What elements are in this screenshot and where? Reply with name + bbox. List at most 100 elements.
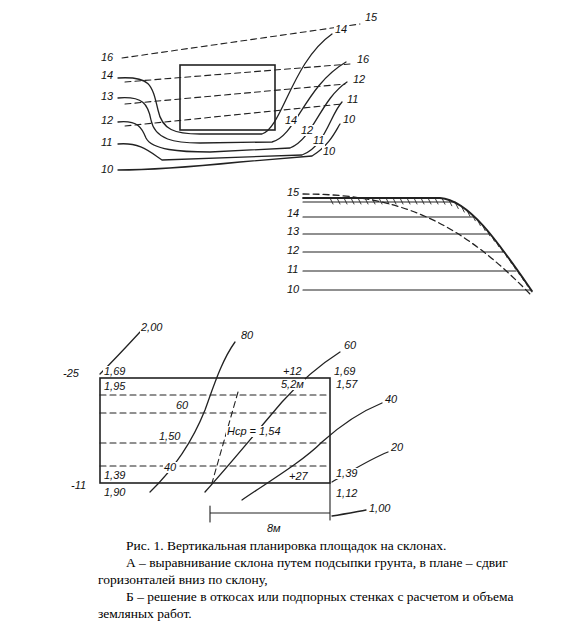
elevation-label: 14 — [100, 70, 114, 81]
hatch-stroke — [407, 198, 410, 204]
hatch-stroke — [525, 280, 528, 286]
hatch-stroke — [414, 198, 417, 204]
original-contour — [125, 104, 342, 126]
elevation-label: 15 — [286, 187, 300, 198]
level-line — [303, 233, 490, 234]
elevation-label: 16 — [356, 54, 370, 65]
hatch-stroke — [428, 198, 431, 204]
hatch-stroke — [461, 206, 464, 212]
hatch-stroke — [517, 269, 520, 275]
hatch-stroke — [508, 257, 511, 263]
contour-line — [118, 124, 340, 170]
contour-line — [118, 34, 332, 134]
hatch-stroke — [351, 198, 354, 204]
hatch-stroke — [330, 198, 333, 204]
elevation-label: +12 — [282, 366, 303, 377]
elevation-label: 14 — [334, 24, 348, 35]
figure-caption: Рис. 1. Вертикальная планировка площадок… — [98, 538, 528, 555]
grid-line — [100, 394, 330, 395]
elevation-label: 10 — [322, 146, 336, 157]
elevation-label: -25 — [62, 368, 80, 379]
grid-line — [100, 412, 330, 413]
elevation-label: 1,57 — [335, 379, 358, 390]
contour-line — [332, 452, 388, 482]
elevation-label: 13 — [286, 226, 300, 237]
elevation-label: +27 — [288, 471, 309, 482]
hatch-stroke — [337, 198, 340, 204]
grid-line — [100, 465, 330, 466]
elevation-label: 2,00 — [140, 322, 163, 333]
contour-line — [205, 352, 340, 492]
level-line — [303, 270, 516, 271]
elevation-label: 12 — [100, 115, 114, 126]
hatch-stroke — [421, 198, 424, 204]
elevation-label: 15 — [364, 12, 378, 23]
elevation-label: 13 — [100, 91, 114, 102]
elevation-label: 80 — [240, 330, 254, 341]
grid-line — [100, 442, 330, 443]
contour-line — [150, 342, 235, 492]
elevation-label: 1,00 — [368, 503, 391, 514]
elevation-label: 8м — [266, 523, 282, 534]
elevation-label: 11 — [312, 135, 325, 146]
contour-line — [118, 62, 346, 143]
contour-line — [332, 510, 366, 516]
design-profile — [303, 194, 530, 294]
hatch-stroke — [449, 200, 452, 206]
original-contour — [122, 24, 360, 58]
elevation-label: 1,39 — [103, 470, 126, 481]
elevation-label: 1,69 — [333, 366, 356, 377]
hatch-stroke — [487, 230, 490, 236]
elevation-label: 1,69 — [103, 366, 126, 377]
hatch-stroke — [393, 198, 396, 204]
elevation-label: 1,95 — [103, 381, 126, 392]
hatch-stroke — [344, 198, 347, 204]
elevation-label: 5,2м — [280, 379, 305, 390]
elevation-label: 14 — [284, 115, 298, 126]
elevation-label: 14 — [286, 208, 300, 219]
elevation-label: 40 — [163, 462, 177, 473]
original-contour — [125, 84, 345, 104]
hatch-guide — [330, 198, 532, 291]
hatch-stroke — [400, 198, 403, 204]
elevation-label: 11 — [286, 264, 299, 275]
caption-note: А – выравнивание склона путем подсыпки г… — [98, 555, 528, 589]
level-line — [303, 216, 473, 217]
elevation-label: 40 — [384, 394, 398, 405]
hatch-stroke — [496, 241, 499, 247]
hatch-stroke — [482, 225, 485, 231]
elevation-label: 1,50 — [158, 431, 181, 442]
elevation-label: 12 — [286, 245, 300, 256]
elevation-label: 10 — [100, 164, 114, 175]
elevation-label: 10 — [342, 114, 356, 125]
original-contour — [125, 64, 350, 82]
hatch-stroke — [358, 198, 361, 204]
elevation-label: 10 — [286, 284, 300, 295]
elevation-label: Hср = 1,54 — [226, 426, 282, 437]
elevation-label: 1,12 — [335, 488, 358, 499]
hatch-stroke — [477, 220, 480, 226]
level-line — [303, 289, 530, 290]
elevation-label: 11 — [346, 94, 359, 105]
elevation-label: 11 — [100, 137, 113, 148]
caption-block: Рис. 1. Вертикальная планировка площадок… — [98, 538, 528, 622]
dimension-line — [210, 483, 330, 522]
hatching — [330, 198, 532, 292]
contour-line — [118, 102, 342, 160]
elevation-label: 16 — [100, 52, 114, 63]
hatch-stroke — [379, 198, 382, 204]
contour-line — [242, 403, 382, 500]
ground-profile — [303, 198, 532, 291]
hatch-stroke — [521, 275, 524, 281]
hatch-stroke — [442, 198, 445, 204]
elevation-label: 1,90 — [103, 487, 126, 498]
elevation-label: 1,39 — [335, 468, 358, 479]
hatch-stroke — [467, 210, 470, 216]
hatch-stroke — [529, 286, 532, 292]
level-line — [303, 251, 503, 252]
elevation-label: 12 — [352, 74, 366, 85]
elevation-label: -11 — [70, 480, 87, 491]
platform-outline — [100, 378, 330, 483]
hatch-stroke — [500, 246, 503, 252]
hatch-stroke — [435, 198, 438, 204]
